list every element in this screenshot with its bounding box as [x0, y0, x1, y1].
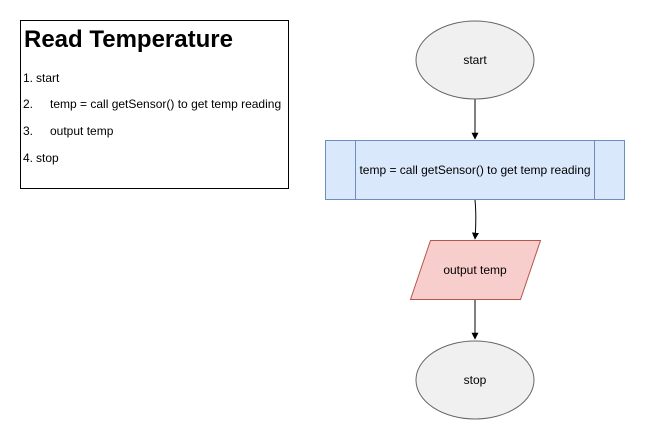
output-io: output temp [409, 240, 542, 300]
pseudocode-step-1: 1.start [23, 70, 59, 86]
stop-ellipse [415, 340, 535, 420]
process-box: temp = call getSensor() to get temp read… [325, 140, 625, 200]
step-text: output temp [50, 124, 114, 138]
step-text: start [36, 71, 60, 85]
pseudocode-panel: Read Temperature 1.start 2. temp = call g… [20, 20, 289, 189]
process-label: temp = call getSensor() to get temp read… [359, 163, 590, 177]
step-text: temp = call getSensor() to get temp read… [50, 97, 282, 111]
process-rect [325, 140, 625, 200]
output-parallelogram [409, 240, 542, 300]
stop-terminator: stop [415, 340, 535, 420]
pseudocode-step-2: 2. temp = call getSensor() to get temp re… [23, 96, 281, 112]
step-number: 4. [23, 151, 34, 165]
start-terminator: start [415, 20, 535, 100]
pseudocode-title: Read Temperature [24, 26, 233, 53]
start-ellipse [415, 20, 535, 100]
start-label: start [463, 53, 487, 67]
pseudocode-step-4: 4.stop [23, 150, 59, 166]
output-label: output temp [443, 263, 507, 277]
step-number: 3. [23, 124, 34, 138]
step-number: 1. [23, 71, 34, 85]
connector-process-to-output [471, 199, 479, 240]
pseudocode-step-3: 3. output temp [23, 123, 113, 139]
stop-label: stop [464, 373, 487, 387]
step-number: 2. [23, 97, 34, 111]
step-text: stop [36, 151, 59, 165]
